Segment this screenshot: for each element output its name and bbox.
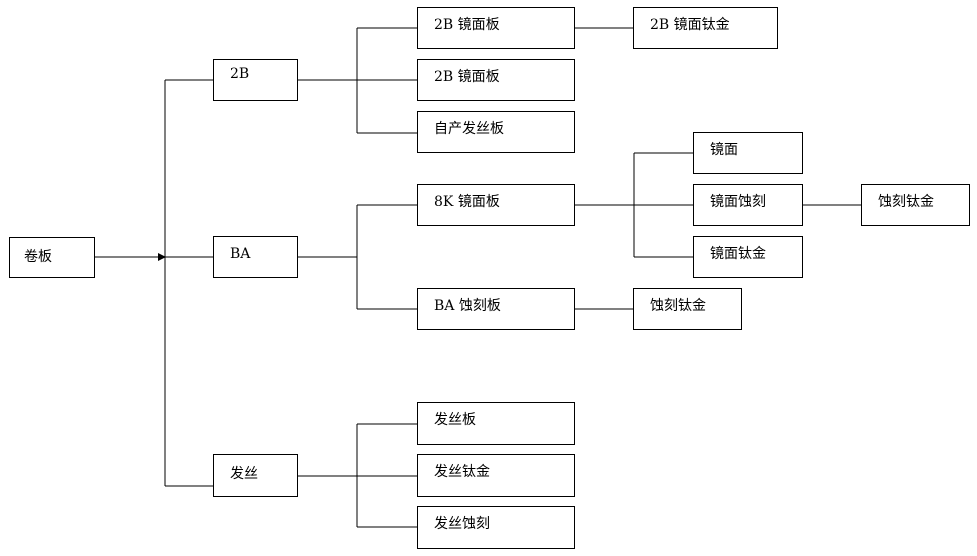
node-hairline-etched: 发丝蚀刻 — [417, 506, 575, 549]
node-mirror-etched: 镜面蚀刻 — [693, 184, 803, 226]
node-mirror-etched-label: 镜面蚀刻 — [710, 194, 766, 210]
node-selfmade-hairline: 自产发丝板 — [417, 111, 575, 153]
node-mirror-tigold: 镜面钛金 — [693, 236, 803, 278]
node-mirror: 镜面 — [693, 132, 803, 174]
node-2b-mirror-b-label: 2B 镜面板 — [434, 69, 500, 85]
node-8k-mirror-label: 8K 镜面板 — [434, 194, 500, 210]
node-2b-mirror-tigold: 2B 镜面钛金 — [633, 7, 778, 49]
node-coil-label: 卷板 — [24, 249, 52, 265]
node-ba: BA — [213, 236, 298, 278]
node-etched-tigold: 蚀刻钛金 — [861, 184, 970, 226]
node-2b-mirror-a-label: 2B 镜面板 — [434, 17, 500, 33]
node-hairline-board: 发丝板 — [417, 402, 575, 445]
node-ba-etched-tigold-label: 蚀刻钛金 — [650, 298, 706, 314]
node-hairline-tigold-label: 发丝钛金 — [434, 464, 490, 480]
node-2b-mirror-a: 2B 镜面板 — [417, 7, 575, 49]
node-2b-mirror-tigold-label: 2B 镜面钛金 — [650, 17, 730, 33]
node-hairline-etched-label: 发丝蚀刻 — [434, 516, 490, 532]
node-hairline: 发丝 — [213, 454, 298, 497]
node-ba-etched-label: BA 蚀刻板 — [434, 298, 501, 314]
node-selfmade-hairline-label: 自产发丝板 — [434, 121, 504, 137]
node-8k-mirror: 8K 镜面板 — [417, 184, 575, 226]
node-hairline-board-label: 发丝板 — [434, 412, 476, 428]
node-ba-etched: BA 蚀刻板 — [417, 288, 575, 330]
node-mirror-label: 镜面 — [710, 142, 738, 158]
node-ba-label: BA — [230, 246, 251, 262]
node-ba-etched-tigold: 蚀刻钛金 — [633, 288, 742, 330]
node-2b-mirror-b: 2B 镜面板 — [417, 59, 575, 101]
node-mirror-tigold-label: 镜面钛金 — [710, 246, 766, 262]
node-hairline-label: 发丝 — [230, 466, 258, 482]
node-2b: 2B — [213, 59, 298, 101]
node-etched-tigold-label: 蚀刻钛金 — [878, 194, 934, 210]
node-coil: 卷板 — [9, 237, 95, 278]
node-hairline-tigold: 发丝钛金 — [417, 454, 575, 497]
node-2b-label: 2B — [230, 66, 250, 82]
